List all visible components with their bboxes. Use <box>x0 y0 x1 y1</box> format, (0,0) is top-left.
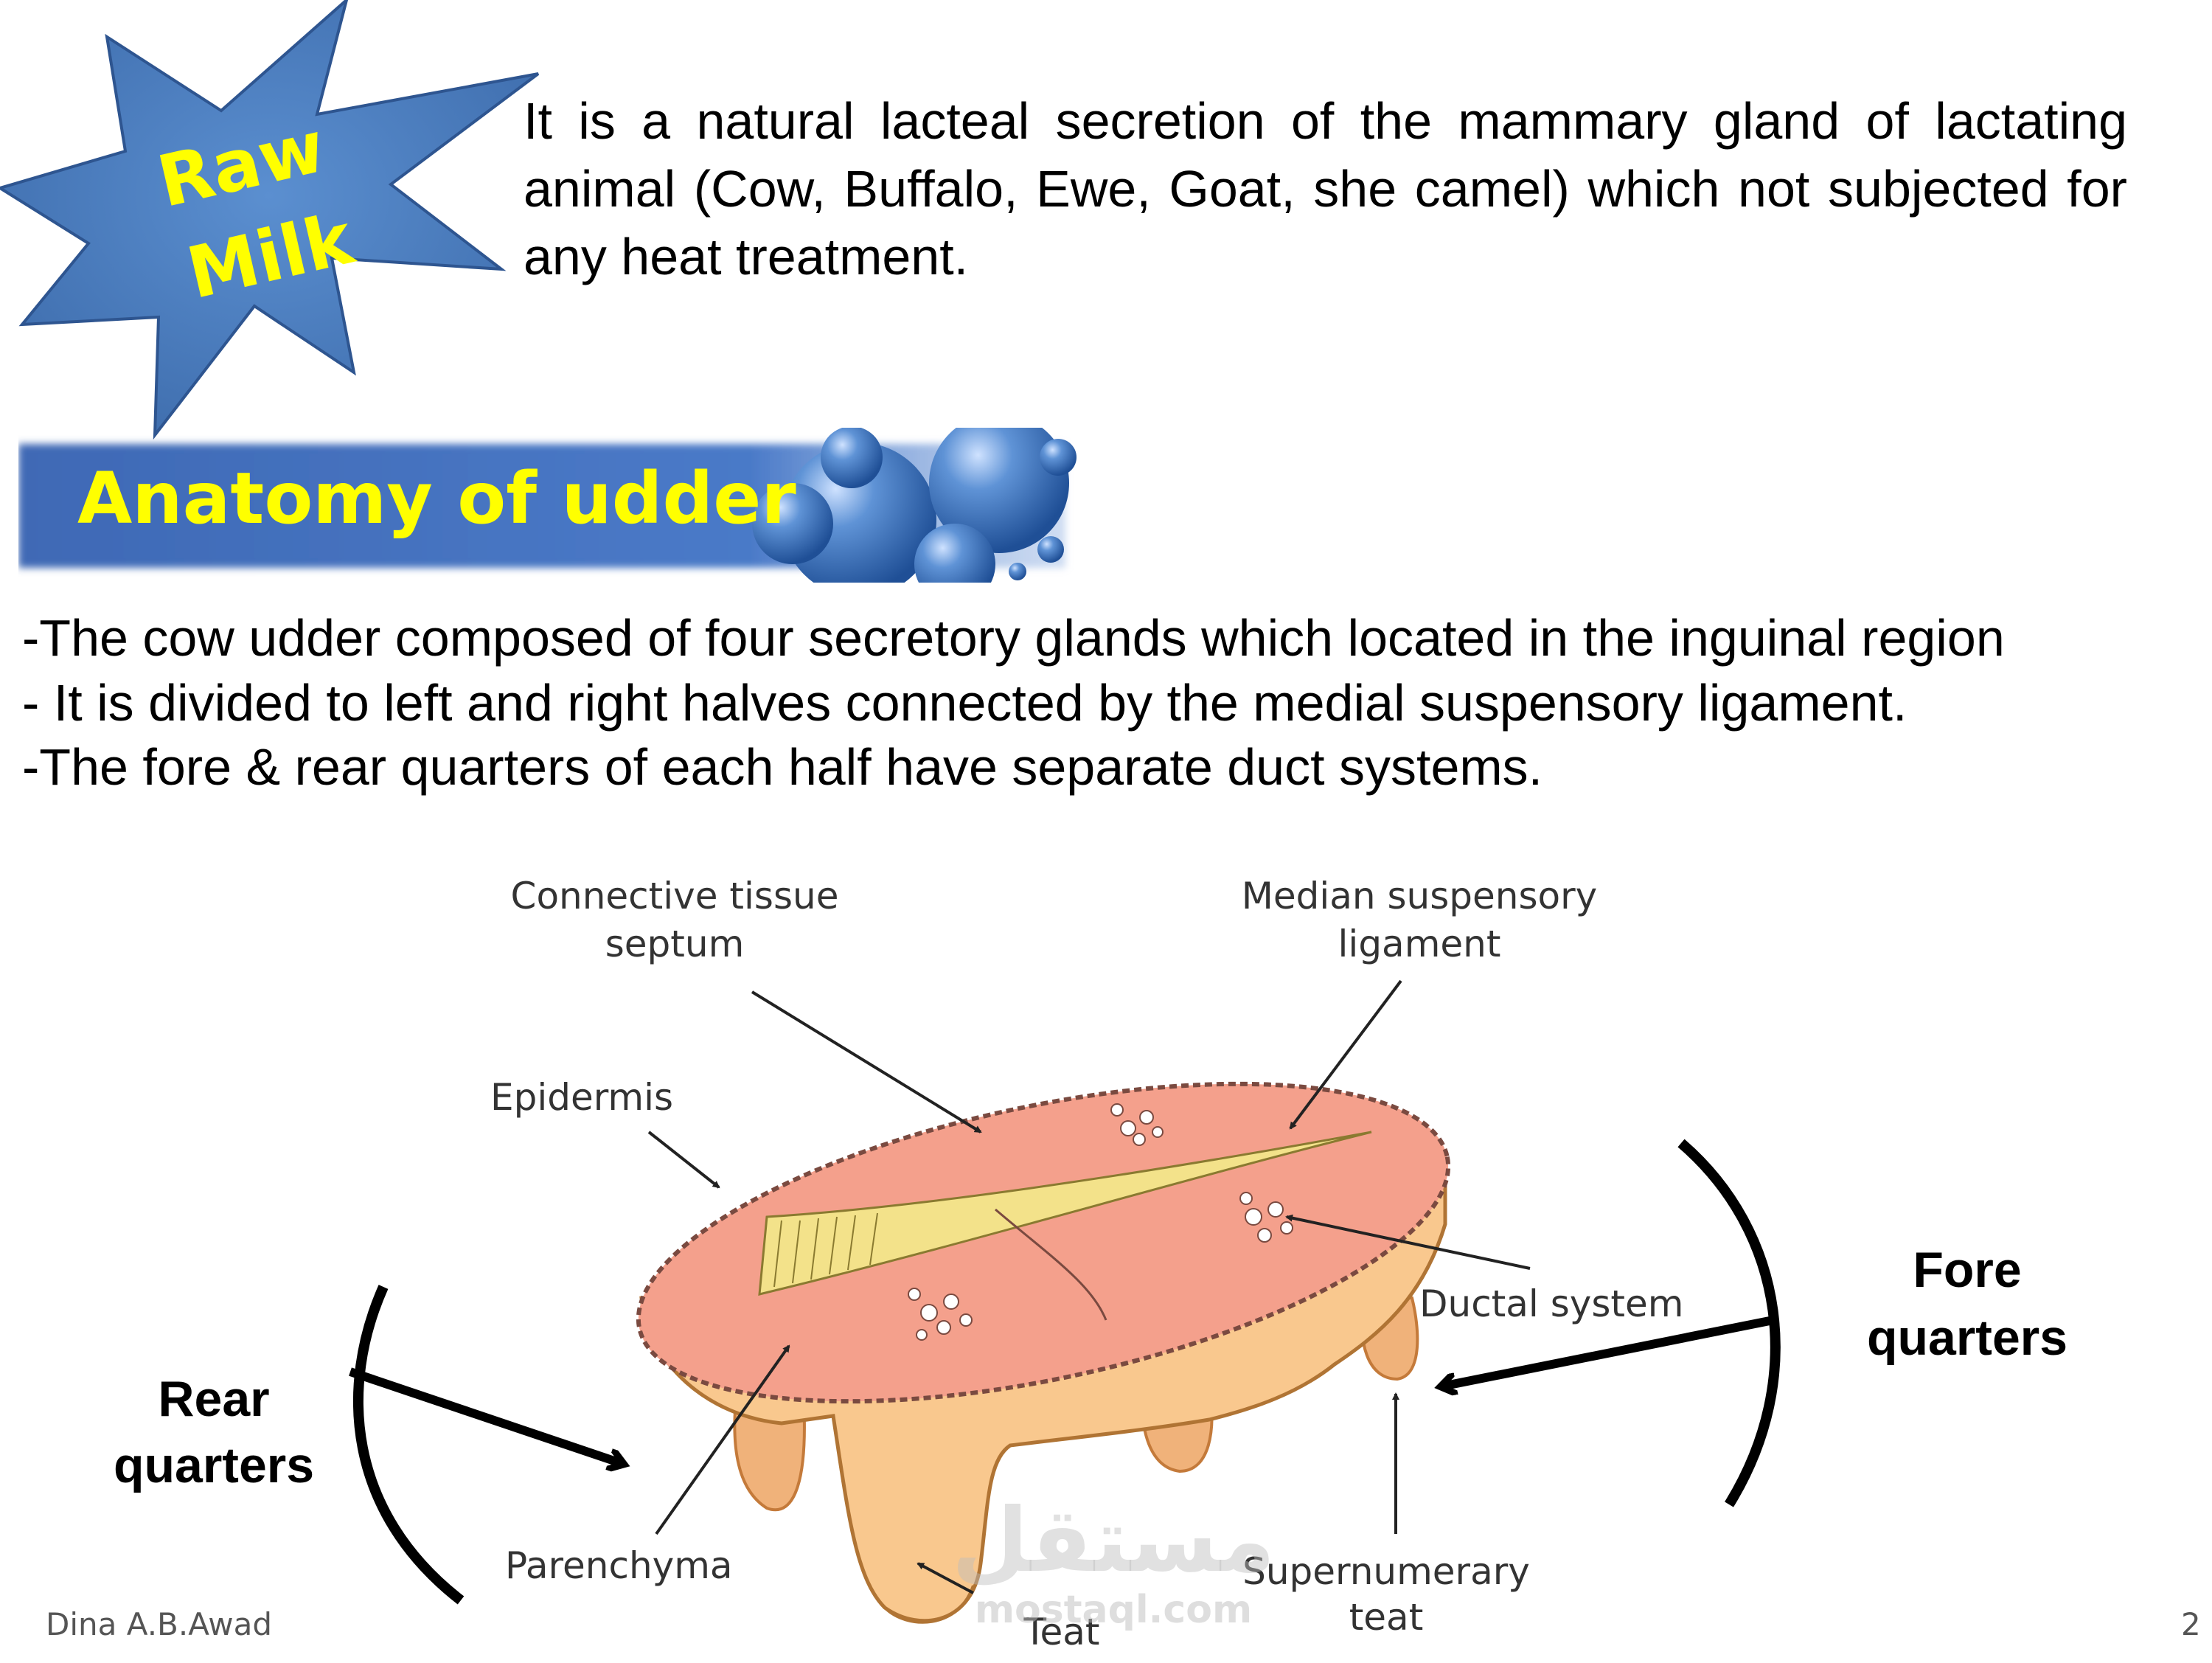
fore-label-2: quarters <box>1867 1310 2067 1366</box>
fore-bracket <box>1677 1139 1781 1507</box>
fore-label-1: Fore <box>1913 1242 2021 1298</box>
bullet-1: -The cow udder composed of four secretor… <box>22 609 2005 667</box>
udder-illustration <box>636 1081 1451 1624</box>
fore-arrow <box>1441 1316 1775 1386</box>
label-teat: Teat <box>1023 1611 1099 1653</box>
label-supernumerary: Supernumerary <box>1242 1550 1530 1593</box>
page-number: 2 <box>2181 1606 2201 1642</box>
watermark-arabic: مستقل <box>952 1490 1276 1592</box>
raw-milk-definition: It is a natural lacteal secretion of the… <box>524 92 2127 285</box>
rear-label-1: Rear <box>158 1371 269 1427</box>
label-supernumerary-teat: teat <box>1349 1596 1424 1639</box>
watermark-latin: mostaql.com <box>975 1588 1252 1632</box>
udder-diagram: Connective tissue septum Median suspenso… <box>0 826 2212 1659</box>
ductal-clusters <box>908 1103 1293 1341</box>
raw-milk-star-badge: Raw Milk <box>0 0 546 442</box>
star-shape <box>0 0 540 440</box>
section-banner <box>18 413 1080 605</box>
label-connective-tissue: Connective tissue <box>511 875 839 917</box>
label-parenchyma: Parenchyma <box>505 1544 733 1587</box>
label-epidermis: Epidermis <box>490 1076 673 1119</box>
label-median-suspensory: Median suspensory <box>1242 875 1598 917</box>
label-ductal-system: Ductal system <box>1419 1282 1683 1325</box>
rear-arrow <box>349 1367 623 1464</box>
rear-label-2: quarters <box>114 1437 314 1493</box>
bullet-2: - It is divided to left and right halves… <box>22 674 1907 732</box>
annotation-arrows <box>647 979 1531 1594</box>
bullet-3: -The fore & rear quarters of each half h… <box>22 738 1543 796</box>
section-title: Anatomy of udder <box>77 457 796 540</box>
rear-bracket <box>352 1285 465 1605</box>
label-septum: septum <box>605 923 745 965</box>
footer-author: Dina A.B.Awad <box>46 1606 273 1642</box>
label-ligament: ligament <box>1338 923 1501 965</box>
